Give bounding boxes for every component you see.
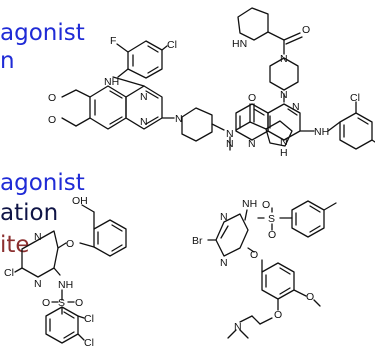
piperazine-ring bbox=[269, 57, 299, 91]
atom-label-h: H bbox=[280, 147, 288, 159]
atom-label-n-pz6: N bbox=[220, 257, 228, 269]
atom-label-o-top: O bbox=[48, 92, 56, 104]
molecule-pyrazine-benzyl-alcohol bbox=[14, 204, 127, 344]
atom-label-cl: Cl bbox=[167, 39, 177, 51]
atom-label-o-methoxy: O bbox=[306, 291, 314, 303]
caption-ite: ite bbox=[0, 232, 30, 258]
atom-label-n-pip: N bbox=[175, 113, 183, 125]
atom-label-n-pz3: N bbox=[34, 231, 42, 243]
caption-n: n bbox=[0, 48, 15, 74]
atom-label-n-pm2: N bbox=[248, 138, 256, 150]
atom-label-o-ethoxy: O bbox=[274, 309, 282, 321]
atom-label-o-amide: O bbox=[248, 92, 256, 104]
atom-label-hn: HN bbox=[232, 38, 247, 50]
caption-agonist-bottom: agonist bbox=[0, 170, 85, 196]
atom-label-cl-2: Cl bbox=[350, 92, 360, 104]
atom-label-f: F bbox=[110, 35, 116, 47]
atom-label-n-pz2: N bbox=[280, 89, 288, 101]
atom-label-br: Br bbox=[192, 235, 203, 247]
molecule-pyridopyrimidine-piperazine bbox=[235, 7, 375, 150]
atom-label-o-s1: O bbox=[42, 297, 50, 309]
caption-ation: ation bbox=[0, 200, 59, 226]
atom-label-n-pz4: N bbox=[34, 278, 42, 290]
molecule-quinazoline-proline bbox=[61, 40, 293, 151]
atom-label-n2: N bbox=[140, 116, 148, 128]
pyrrolidine-ring bbox=[265, 120, 293, 147]
atom-label-n-pm1: N bbox=[292, 101, 300, 113]
atom-label-cl-4: Cl bbox=[84, 313, 94, 325]
atom-label-oh: OH bbox=[72, 195, 88, 207]
atom-label-o-s3: O bbox=[262, 199, 270, 211]
pyrazine-ring bbox=[21, 230, 59, 278]
atom-label-n-dimethyl: N bbox=[234, 321, 242, 333]
pyridine-ring bbox=[235, 103, 269, 141]
atom-label-nh-2: NH bbox=[314, 126, 329, 138]
atom-label-cl-3: Cl bbox=[4, 267, 14, 279]
atom-label-o-ether: O bbox=[66, 238, 74, 250]
atom-label-o-s4: O bbox=[268, 229, 276, 241]
atom-label-o-ketone: O bbox=[302, 24, 310, 36]
atom-label-cl-5: Cl bbox=[84, 337, 94, 349]
atom-label-n-pz1: N bbox=[280, 53, 288, 65]
atom-label-nh: NH bbox=[104, 76, 119, 88]
atom-label-n-pz5: N bbox=[220, 211, 228, 223]
molecule-bromopyrazine-tosyl bbox=[207, 200, 337, 339]
atom-label-n-py: N bbox=[226, 138, 234, 150]
atom-label-nh-3: NH bbox=[58, 279, 73, 291]
atom-label-o-bottom: O bbox=[48, 114, 56, 126]
atom-label-s-2: S bbox=[268, 213, 275, 225]
atom-label-o-s2: O bbox=[75, 297, 83, 309]
atom-label-nh-4: NH bbox=[242, 198, 257, 210]
tolyl-ring bbox=[291, 200, 325, 238]
atom-label-o-ether-2: O bbox=[250, 249, 258, 261]
atom-label-n1: N bbox=[140, 91, 148, 103]
piperidine-ring bbox=[181, 107, 213, 142]
atom-label-n-pyr: N bbox=[280, 136, 288, 148]
atom-label-s: S bbox=[58, 297, 65, 309]
atom-label-n-amide: N bbox=[226, 128, 234, 140]
caption-agonist-top: agonist bbox=[0, 20, 85, 46]
